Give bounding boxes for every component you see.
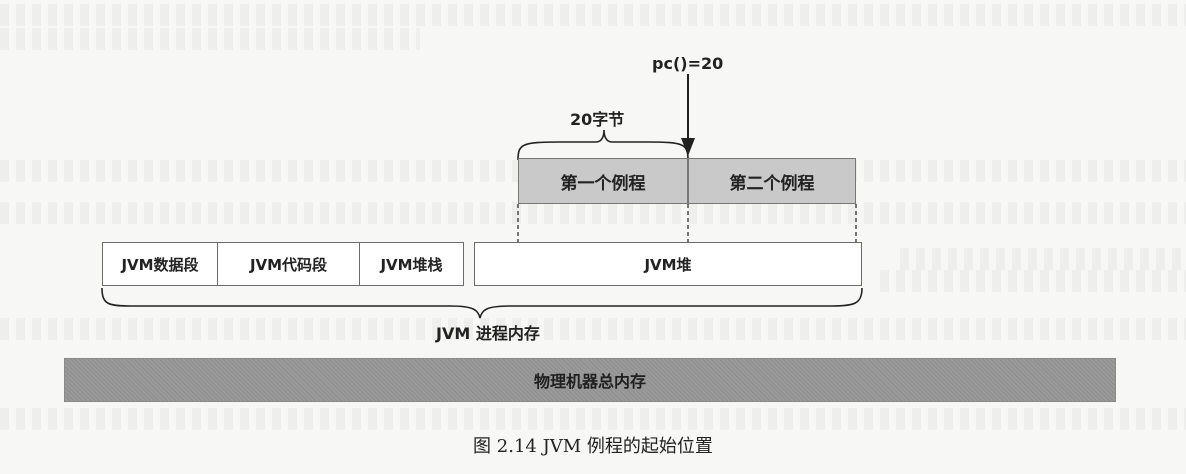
jvm-stack-segment: JVM堆栈: [360, 242, 464, 286]
second-routine-box: 第二个例程: [688, 158, 856, 204]
first-routine-label: 第一个例程: [560, 173, 646, 194]
physical-memory-label: 物理机器总内存: [533, 372, 646, 391]
background-text-line: [0, 28, 420, 50]
pc-label: pc()=20: [652, 54, 724, 73]
background-text-line: [0, 202, 1186, 224]
physical-memory-bar: 物理机器总内存: [64, 358, 1116, 402]
bytes-label: 20字节: [570, 110, 625, 129]
jvm-stack-segment-label: JVM堆栈: [380, 255, 443, 274]
background-text-line: [0, 4, 1186, 26]
second-routine-label: 第二个例程: [729, 173, 815, 194]
bytes-brace: [517, 129, 689, 161]
jvm-data-segment-label: JVM数据段: [121, 255, 199, 274]
background-text-line: [880, 270, 1186, 292]
process-memory-brace: [101, 287, 863, 319]
pc-arrow-head: [681, 138, 695, 156]
background-text-line: [0, 408, 1186, 430]
jvm-heap-segment-label: JVM堆: [644, 255, 692, 274]
background-text-line: [0, 318, 1186, 340]
figure-caption: 图 2.14 JVM 例程的起始位置: [473, 436, 713, 457]
jvm-code-segment-label: JVM代码段: [249, 255, 328, 274]
jvm-code-segment: JVM代码段: [218, 242, 360, 286]
first-routine-box: 第一个例程: [518, 158, 688, 204]
process-memory-label: JVM 进程内存: [436, 324, 540, 343]
background-text-line: [900, 248, 1186, 270]
jvm-data-segment: JVM数据段: [102, 242, 218, 286]
jvm-heap-segment: JVM堆: [474, 242, 862, 286]
